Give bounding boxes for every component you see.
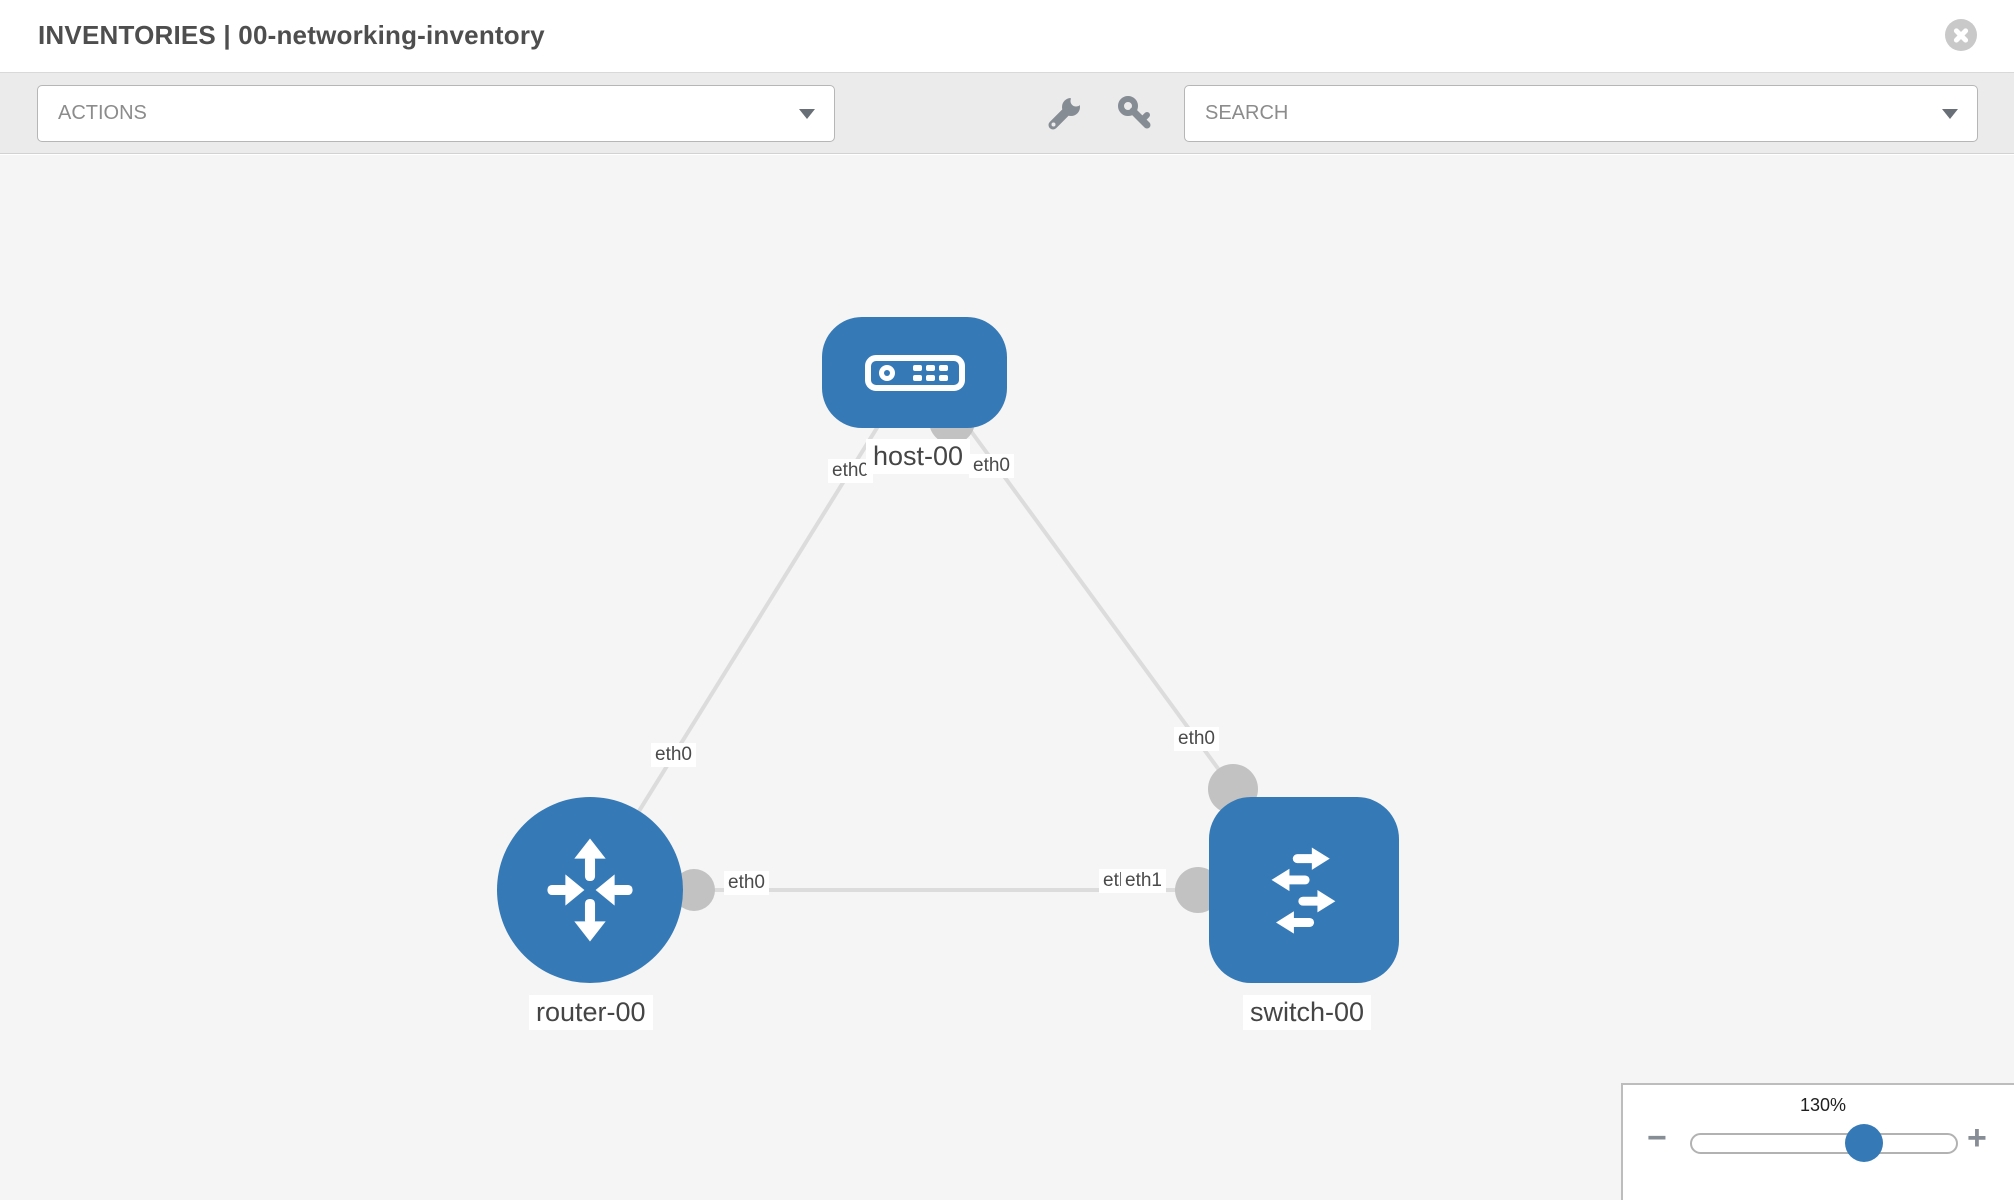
- header-bar: INVENTORIES | 00-networking-inventory: [0, 0, 2014, 72]
- chevron-down-icon: [799, 108, 815, 119]
- port-dot-router: [673, 869, 715, 911]
- node-label-router: router-00: [529, 995, 653, 1031]
- chevron-down-icon: [1942, 108, 1958, 119]
- actions-dropdown[interactable]: ACTIONS: [37, 85, 835, 142]
- zoom-slider-thumb[interactable]: [1845, 1124, 1883, 1162]
- host-icon: [864, 354, 965, 391]
- interface-label: eth0: [969, 454, 1014, 478]
- close-button[interactable]: [1945, 19, 1977, 51]
- interface-label: eth0: [724, 871, 769, 895]
- key-icon: [1118, 96, 1151, 129]
- zoom-out-button[interactable]: −: [1647, 1119, 1667, 1157]
- key-tool-button[interactable]: [1115, 94, 1155, 134]
- page-title: INVENTORIES | 00-networking-inventory: [38, 20, 545, 50]
- search-dropdown-label: SEARCH: [1205, 102, 1289, 124]
- router-icon: [547, 838, 633, 942]
- interface-label: eth0: [1174, 727, 1219, 751]
- actions-dropdown-label: ACTIONS: [58, 102, 147, 124]
- wrench-tool-button[interactable]: [1045, 92, 1085, 134]
- node-label-switch: switch-00: [1243, 995, 1372, 1031]
- node-switch-00[interactable]: [1209, 797, 1399, 983]
- node-host-00[interactable]: [822, 317, 1007, 428]
- interface-label: eth1: [1121, 869, 1166, 893]
- wrench-icon: [1048, 92, 1084, 130]
- node-router-00[interactable]: [497, 797, 683, 983]
- topology-links-layer: [588, 398, 1304, 913]
- zoom-in-button[interactable]: +: [1967, 1119, 1987, 1157]
- switch-icon: [1271, 847, 1336, 934]
- search-dropdown[interactable]: SEARCH: [1184, 85, 1978, 142]
- topology-canvas[interactable]: eth0 eth0 eth0 eth0 eth0 eth0 eth1 host-…: [0, 155, 2014, 1200]
- node-label-host: host-00: [866, 439, 971, 475]
- zoom-control-panel: 130% − +: [1621, 1083, 2014, 1200]
- zoom-level-value: 130%: [1799, 1095, 1847, 1115]
- link-lines: [588, 421, 1304, 892]
- zoom-slider-track[interactable]: [1690, 1133, 1958, 1154]
- interface-label: eth0: [828, 459, 873, 483]
- interface-label: eth0: [651, 743, 696, 767]
- port-connectors: [673, 398, 1258, 913]
